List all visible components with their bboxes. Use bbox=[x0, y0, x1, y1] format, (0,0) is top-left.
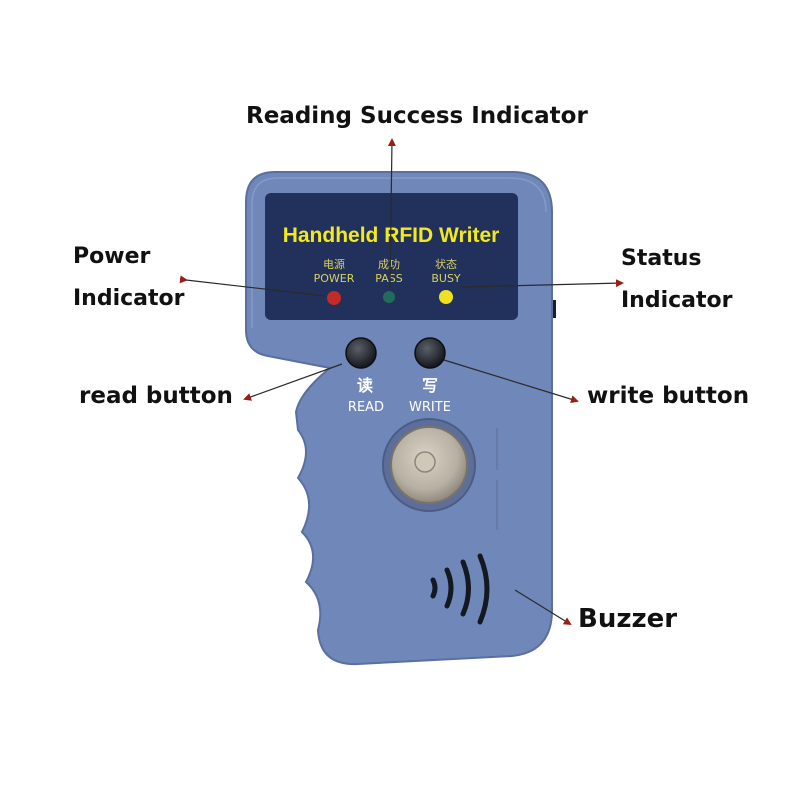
power-label-line1: Power bbox=[73, 244, 151, 269]
power-label-line2: Indicator bbox=[73, 286, 185, 311]
read-button-label-en: READ bbox=[348, 400, 384, 415]
arrow-read bbox=[243, 363, 343, 401]
arrow-power bbox=[179, 275, 326, 297]
pass-led bbox=[383, 291, 395, 303]
body-highlight bbox=[251, 177, 547, 328]
led-label-power-en: POWER bbox=[314, 272, 355, 285]
write-button[interactable] bbox=[414, 337, 446, 369]
read-button-callout: read button bbox=[79, 383, 233, 409]
status-label-line2: Indicator bbox=[621, 288, 733, 313]
status-label-line1: Status bbox=[621, 246, 702, 271]
status-indicator-label: Status Indicator bbox=[621, 238, 733, 322]
busy-led bbox=[439, 290, 453, 304]
write-button-label-en: WRITE bbox=[409, 400, 451, 415]
front-panel bbox=[265, 193, 518, 320]
read-button-label-cn: 读 bbox=[357, 376, 373, 395]
power-indicator-label: Power Indicator bbox=[73, 236, 185, 320]
antenna-center bbox=[414, 451, 436, 473]
led-label-pass-cn: 成功 bbox=[378, 258, 400, 271]
write-button-label-cn: 写 bbox=[422, 376, 438, 395]
buzzer-grille bbox=[430, 553, 490, 625]
led-label-power-cn: 电源 bbox=[323, 257, 345, 271]
reading-success-indicator-label: Reading Success Indicator bbox=[246, 103, 588, 129]
arrow-write bbox=[443, 359, 579, 404]
power-led bbox=[327, 291, 341, 305]
read-button[interactable] bbox=[345, 337, 377, 369]
led-label-busy-en: BUSY bbox=[431, 272, 461, 285]
write-button-callout: write button bbox=[587, 383, 750, 409]
buzzer-callout: Buzzer bbox=[578, 604, 678, 634]
led-label-busy-cn: 状态 bbox=[435, 257, 457, 271]
arrow-status bbox=[461, 279, 624, 288]
arrow-buzzer bbox=[514, 589, 572, 626]
arrow-reading-success bbox=[387, 138, 396, 289]
led-label-pass-en: PASS bbox=[375, 272, 402, 285]
